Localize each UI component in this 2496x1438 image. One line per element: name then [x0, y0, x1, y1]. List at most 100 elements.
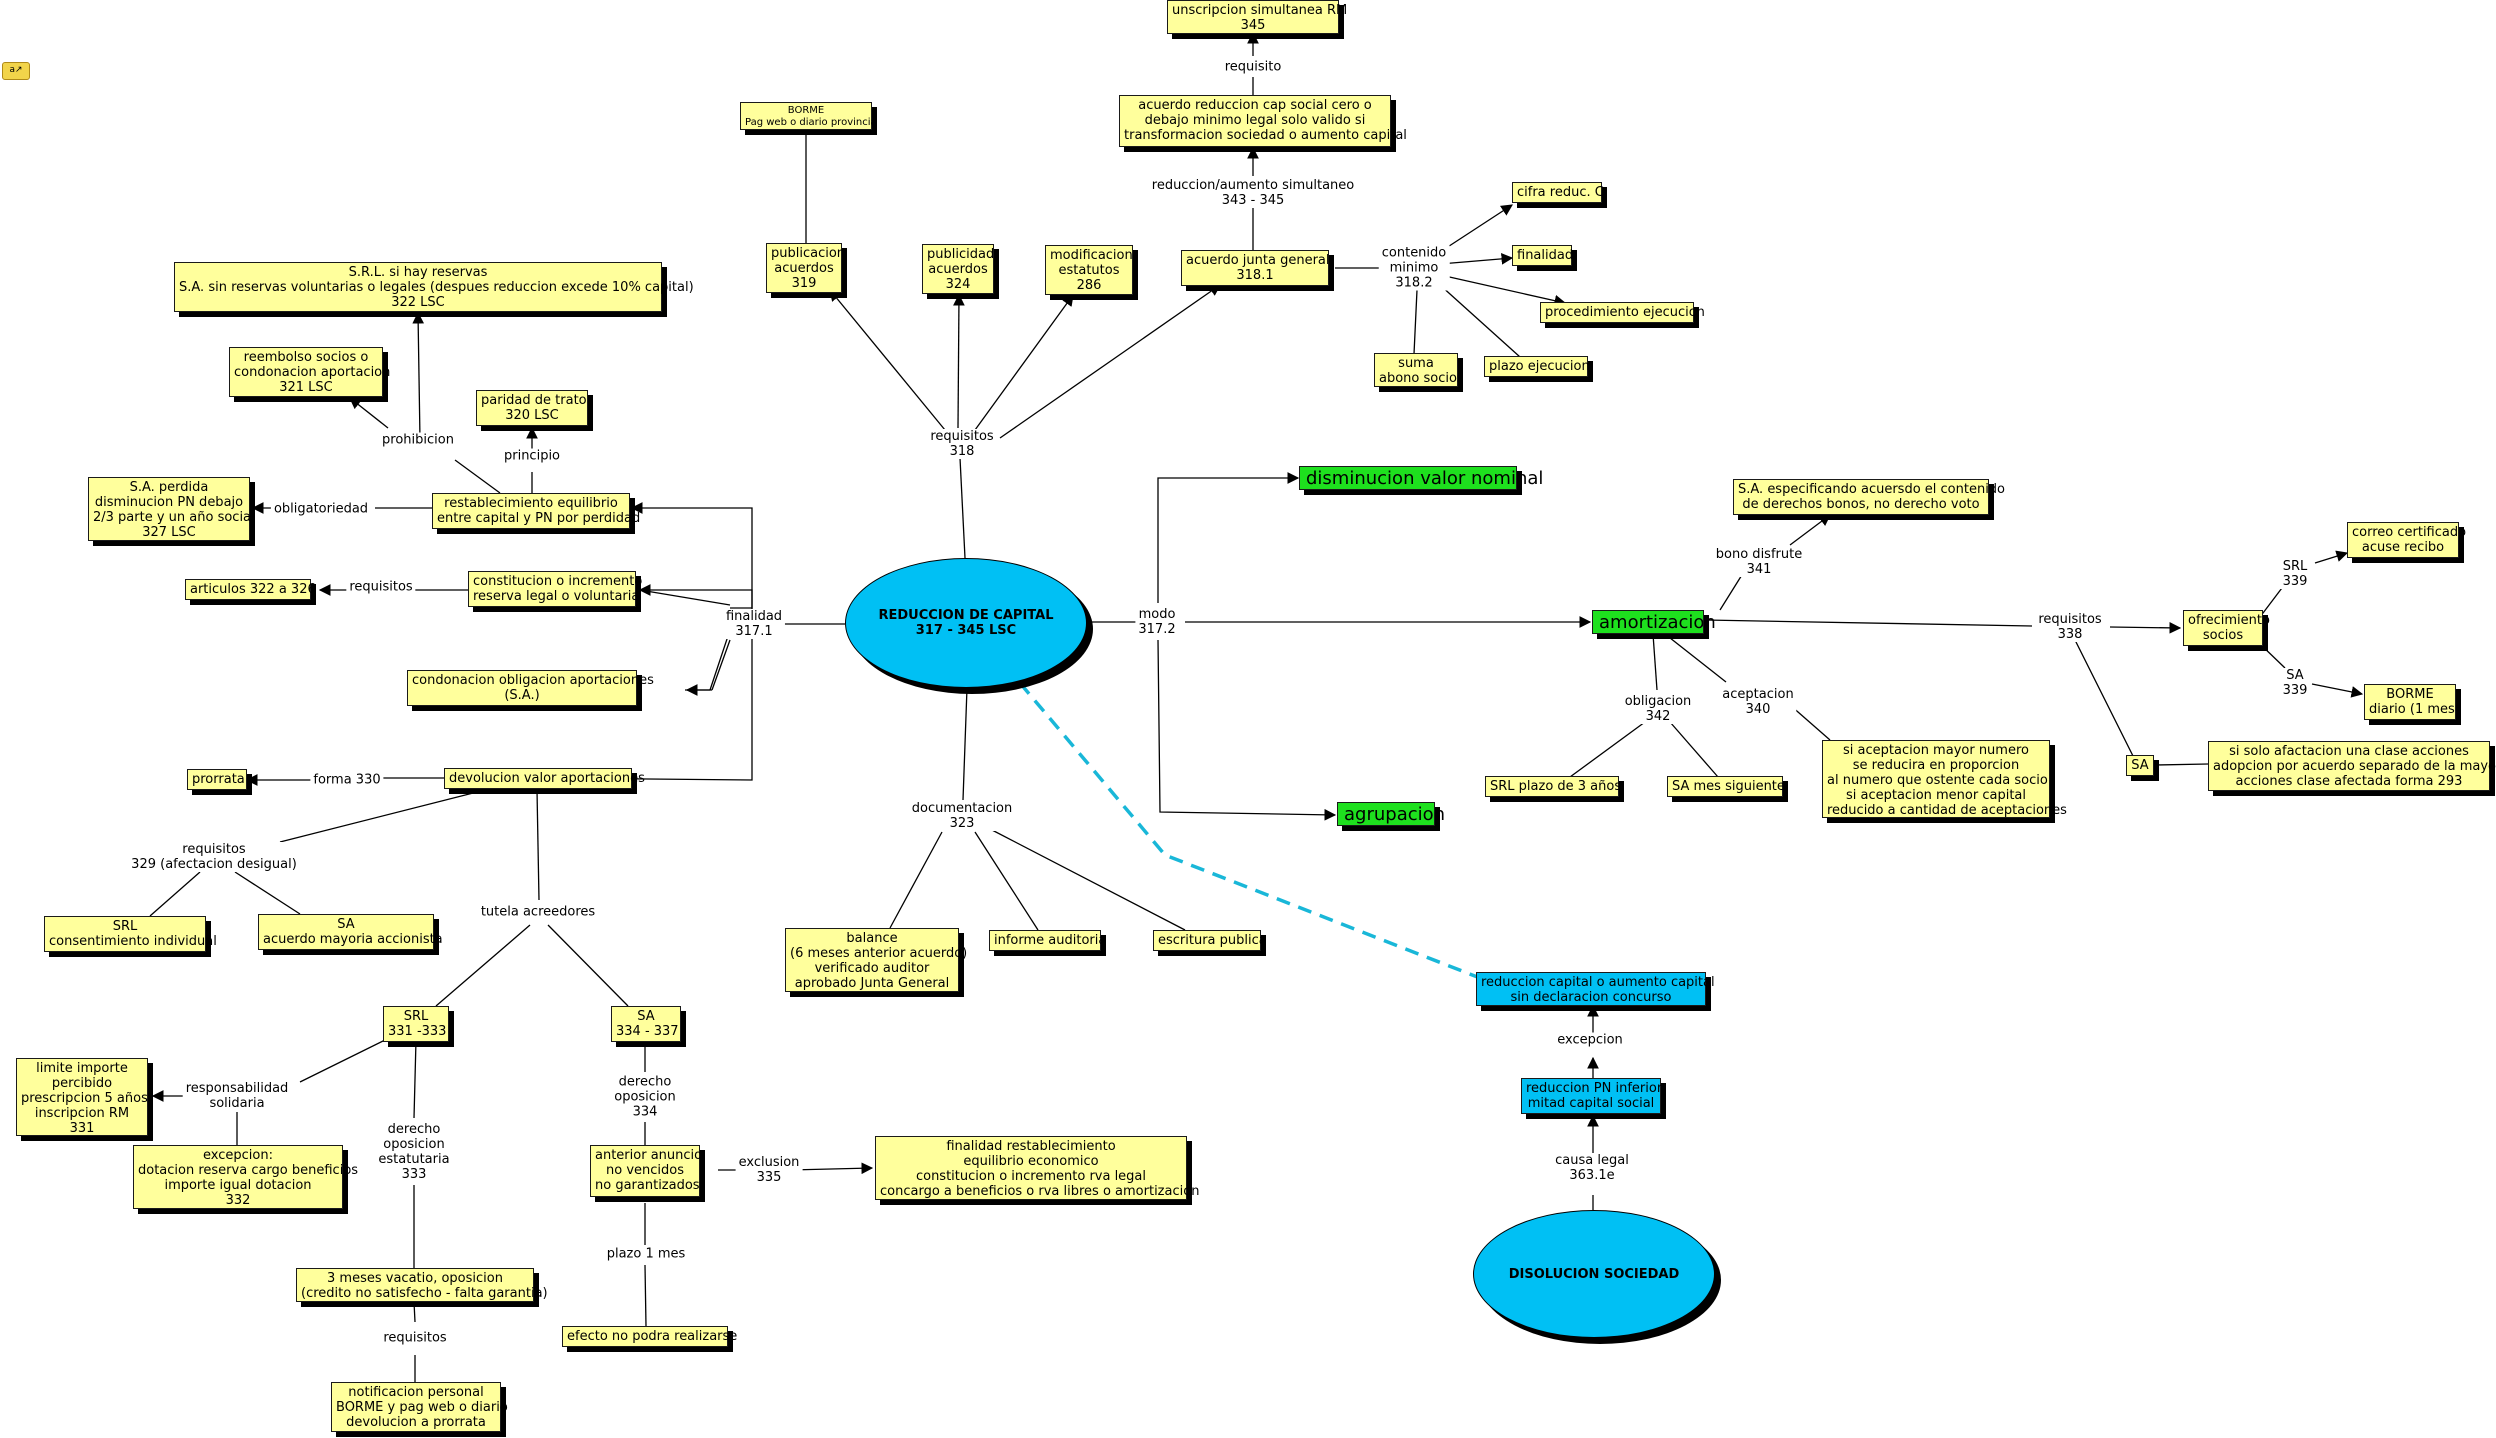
node-line: condonacion obligacion aportaciones	[412, 673, 654, 688]
node-devolucion[interactable]: devolucion valor aportaciones	[444, 768, 645, 789]
node-line: finalidad restablecimiento	[946, 1139, 1116, 1154]
node-line: dotacion reserva cargo beneficios	[138, 1163, 359, 1178]
node-modificacion[interactable]: modificacion estatutos 286	[1045, 245, 1133, 295]
central-topic[interactable]: REDUCCION DE CAPITAL 317 - 345 LSC	[845, 558, 1087, 688]
node-line: correo certificado	[2352, 525, 2467, 540]
node-srl-reservas[interactable]: S.R.L. si hay reservas S.A. sin reservas…	[174, 262, 694, 312]
node-tres-meses[interactable]: 3 meses vacatio, oposicion (credito no s…	[296, 1268, 548, 1302]
node-line: escritura publica	[1158, 933, 1267, 948]
node-publicidad[interactable]: publicidad acuerdos 324	[922, 244, 994, 294]
node-line: anterior anuncio	[595, 1148, 703, 1163]
node-line: acuerdo mayoria accionista	[263, 932, 443, 947]
node-ofrecimiento[interactable]: ofrecimiento socios	[2183, 610, 2270, 646]
node-acuerdo-cero[interactable]: acuerdo reduccion cap social cero o deba…	[1119, 95, 1407, 147]
node-plazo-ejecucion[interactable]: plazo ejecucion	[1484, 356, 1590, 377]
node-line: 345	[1240, 18, 1266, 33]
node-line: acuerdo reduccion cap social cero o	[1138, 98, 1372, 113]
node-line: verificado auditor	[814, 961, 930, 976]
node-srl-331[interactable]: SRL 331 -333	[383, 1006, 449, 1042]
node-efecto[interactable]: efecto no podra realizarse	[562, 1326, 737, 1347]
node-line: S.A. especificando acuersdo el contenido	[1738, 482, 2006, 497]
node-finalidad-restablecimiento[interactable]: finalidad restablecimiento equilibrio ec…	[875, 1136, 1200, 1200]
node-publicacion[interactable]: publicacion acuerdos 319	[766, 243, 845, 293]
node-prorrata[interactable]: prorrata	[187, 769, 247, 790]
node-line: modificacion	[1050, 248, 1133, 263]
central-subtitle: 317 - 345 LSC	[915, 623, 1017, 638]
node-limite[interactable]: limite importe percibido prescripcion 5 …	[16, 1058, 148, 1136]
node-informe[interactable]: informe auditoria	[989, 930, 1107, 951]
node-line: (credito no satisfecho - falta garantia)	[301, 1286, 548, 1301]
node-line: acuerdos	[774, 261, 834, 276]
node-disminucion[interactable]: disminucion valor nominal	[1299, 466, 1543, 490]
node-line: informe auditoria	[994, 933, 1107, 948]
node-line: reduccion capital o aumento capital	[1481, 975, 1715, 990]
node-line: si solo afactacion una clase acciones	[2229, 744, 2469, 759]
node-line: se reducira en proporcion	[1852, 758, 2020, 773]
node-balance[interactable]: balance (6 meses anterior acuerdo) verif…	[785, 928, 967, 992]
node-reduccion-pn[interactable]: reduccion PN inferior mitad capital soci…	[1521, 1078, 1662, 1114]
node-line: paridad de trato	[481, 393, 587, 408]
node-line: no garantizados	[595, 1178, 700, 1193]
node-sa-perdida[interactable]: S.A. perdida disminucion PN debajo 2/3 p…	[88, 477, 255, 541]
node-borme-top[interactable]: BORME Pag web o diario provincia	[740, 102, 877, 130]
node-line: acciones clase afectada forma 293	[2235, 774, 2463, 789]
node-sa-bonos[interactable]: S.A. especificando acuersdo el contenido…	[1733, 479, 2006, 515]
node-line: 327 LSC	[142, 525, 196, 540]
label-requisitos-notificacion: requisitos	[380, 1330, 450, 1346]
central-title: REDUCCION DE CAPITAL	[878, 608, 1054, 623]
node-anterior[interactable]: anterior anuncio no vencidos no garantiz…	[590, 1145, 703, 1197]
node-borme-mes[interactable]: BORME diario (1 mes)	[2364, 684, 2460, 720]
node-reduccion-aumento[interactable]: reduccion capital o aumento capital sin …	[1476, 972, 1715, 1006]
map-toggle-icon[interactable]: a↗	[2, 62, 30, 80]
node-finalidad[interactable]: finalidad	[1512, 245, 1573, 266]
node-line: cifra reduc. C	[1517, 185, 1604, 200]
node-line: notificacion personal	[348, 1385, 484, 1400]
node-escritura[interactable]: escritura publica	[1153, 930, 1267, 951]
disolucion-topic[interactable]: DISOLUCION SOCIEDAD	[1473, 1210, 1715, 1338]
node-articulos[interactable]: articulos 322 a 326	[185, 579, 316, 600]
node-suma[interactable]: suma abono socios	[1374, 353, 1464, 387]
node-correo[interactable]: correo certificado acuse recibo	[2347, 522, 2467, 558]
node-line: consentimiento individual	[49, 934, 217, 949]
node-constitucion[interactable]: constitucion o incremento reserva legal …	[468, 571, 642, 607]
node-srl-consentimiento[interactable]: SRL consentimiento individual	[44, 916, 217, 952]
node-line: reserva legal o voluntaria	[473, 589, 640, 604]
node-acuerdo-junta[interactable]: acuerdo junta general 318.1	[1181, 250, 1330, 286]
label-principio: principio	[500, 448, 564, 464]
node-cifra[interactable]: cifra reduc. C	[1512, 182, 1604, 203]
node-line: 321 LSC	[279, 380, 333, 395]
label-tutela: tutela acreedores	[477, 904, 599, 920]
node-restablecimiento[interactable]: restablecimiento equilibrio entre capita…	[432, 493, 640, 529]
node-paridad[interactable]: paridad de trato 320 LSC	[476, 390, 588, 426]
node-amortizacion[interactable]: amortizacion	[1592, 610, 1716, 634]
node-line: 332	[225, 1193, 251, 1208]
node-line: concargo a beneficios o rva libres o amo…	[880, 1184, 1200, 1199]
node-reembolso[interactable]: reembolso socios o condonacion aportacio…	[229, 347, 390, 397]
node-line: balance	[846, 931, 898, 946]
node-agrupacion[interactable]: agrupacion	[1337, 802, 1445, 826]
node-line: abono socios	[1379, 371, 1464, 386]
node-solo-afectacion[interactable]: si solo afactacion una clase acciones ad…	[2208, 741, 2496, 791]
node-line: 319	[791, 276, 817, 291]
node-line: procedimiento ejecucion	[1545, 305, 1705, 320]
node-srl-plazo[interactable]: SRL plazo de 3 años	[1485, 776, 1621, 797]
node-procedimiento[interactable]: procedimiento ejecucion	[1540, 302, 1705, 323]
node-line: no vencidos	[606, 1163, 684, 1178]
node-sa-acuerdo[interactable]: SA acuerdo mayoria accionista	[258, 914, 443, 950]
node-aceptacion[interactable]: si aceptacion mayor numero se reducira e…	[1822, 740, 2067, 818]
node-line: disminucion PN debajo	[94, 495, 244, 510]
node-sa-334[interactable]: SA 334 - 337	[611, 1006, 681, 1042]
node-line: debajo minimo legal solo valido si	[1144, 113, 1366, 128]
node-sa-small[interactable]: SA	[2126, 755, 2154, 776]
node-line: excepcion:	[203, 1148, 273, 1163]
node-notificacion[interactable]: notificacion personal BORME y pag web o …	[331, 1382, 508, 1432]
node-inscripcion[interactable]: unscripcion simultanea RM 345	[1167, 0, 1347, 34]
node-excepcion[interactable]: excepcion: dotacion reserva cargo benefi…	[133, 1145, 359, 1209]
node-sa-mes[interactable]: SA mes siguiente	[1667, 776, 1785, 797]
node-line: (S.A.)	[504, 688, 540, 703]
node-condonacion[interactable]: condonacion obligacion aportaciones (S.A…	[407, 670, 654, 706]
